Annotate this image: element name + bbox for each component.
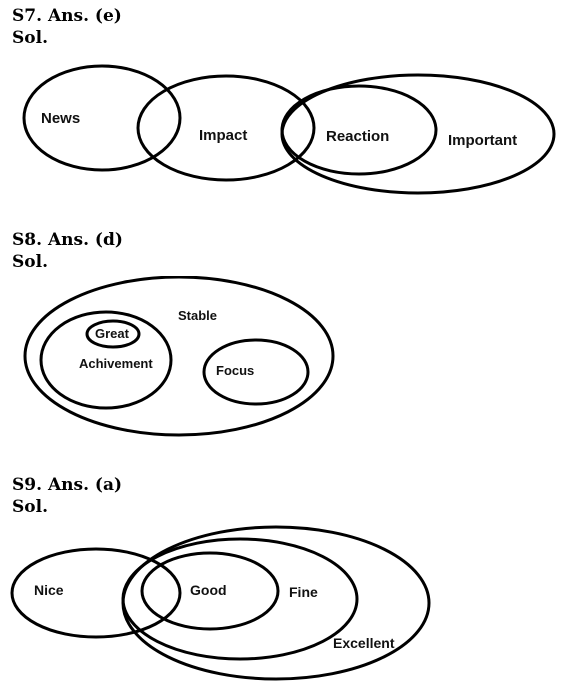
- label-fine: Fine: [289, 584, 318, 600]
- question-s9: S9. Ans. (a) Sol. Nice Good Fine Excelle…: [0, 475, 573, 689]
- label-nice: Nice: [34, 582, 64, 598]
- circle-great: [85, 319, 141, 349]
- circle-excellent: [121, 525, 431, 681]
- label-focus: Focus: [216, 363, 254, 378]
- circle-good: [140, 551, 280, 631]
- label-great: Great: [95, 326, 130, 341]
- label-impact: Impact: [199, 127, 247, 144]
- circle-stable: [23, 276, 335, 437]
- circle-impact: [136, 74, 316, 182]
- question-s7: S7. Ans. (e) Sol. News Impact Reaction I…: [0, 6, 573, 206]
- venn-diagram-s8: Stable Great Achivement Focus: [23, 276, 335, 437]
- circle-news: [22, 64, 182, 172]
- solution-label: Sol.: [12, 252, 48, 272]
- answer-heading: S9. Ans. (a): [12, 475, 123, 495]
- circle-achivement: [39, 310, 173, 410]
- answer-heading: S8. Ans. (d): [12, 230, 123, 250]
- circle-focus: [202, 338, 310, 406]
- label-news: News: [41, 110, 80, 127]
- circle-nice: [10, 547, 182, 639]
- answer-heading: S7. Ans. (e): [12, 6, 122, 26]
- label-reaction: Reaction: [326, 128, 389, 145]
- label-important: Important: [448, 132, 517, 149]
- solution-label: Sol.: [12, 28, 48, 48]
- circle-important: [280, 73, 556, 195]
- label-achivement: Achivement: [79, 356, 153, 371]
- question-s8: S8. Ans. (d) Sol. Stable Great Achivemen…: [0, 230, 573, 450]
- label-stable: Stable: [178, 308, 217, 323]
- venn-diagram-s9: Nice Good Fine Excellent: [10, 525, 431, 681]
- venn-diagram-s7: News Impact Reaction Important: [22, 64, 556, 195]
- solution-label: Sol.: [12, 497, 48, 517]
- label-excellent: Excellent: [333, 635, 395, 651]
- label-good: Good: [190, 582, 227, 598]
